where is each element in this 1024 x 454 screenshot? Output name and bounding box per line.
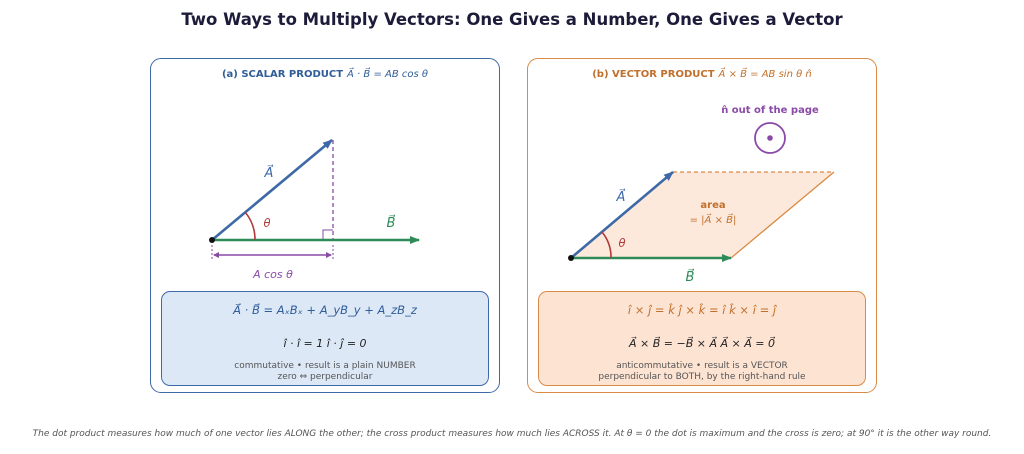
vector-a-arrow: [570, 171, 674, 259]
dot-product-note-2: zero ⇔ perpendicular: [277, 372, 373, 382]
dot-product-note-1: commutative • result is a plain NUMBER: [234, 361, 416, 371]
area-formula-label: = |A⃗ × B⃗|: [690, 213, 737, 226]
theta-label: θ: [618, 236, 625, 250]
figure-caption: The dot product measures how much of one…: [32, 429, 992, 439]
scalar-product-diagram: A⃗ B⃗ θ A cos θ: [209, 139, 420, 281]
cross-product-note-1: anticommutative • result is a VECTOR: [616, 361, 788, 371]
page-title: Two Ways to Multiply Vectors: One Gives …: [181, 10, 843, 29]
vector-a-label: A⃗: [264, 165, 274, 181]
cross-product-identities: A⃗ × B⃗ = −B⃗ × A⃗ A⃗ × A⃗ = 0⃗: [629, 337, 775, 350]
theta-label: θ: [263, 216, 270, 230]
angle-arc: [601, 231, 612, 259]
normal-vector-label: n̂ out of the page: [721, 104, 819, 116]
vector-a-arrow: [211, 139, 333, 241]
projection-label: A cos θ: [252, 268, 293, 281]
dot-product-component-formula: A⃗ · B⃗ = AₓBₓ + A_yB_y + A_zB_z: [233, 303, 417, 317]
origin-dot: [568, 255, 574, 261]
parallelogram-right-edge: [730, 171, 835, 259]
angle-arc: [244, 211, 256, 241]
vector-a-label: A⃗: [616, 189, 626, 205]
unit-vector-dot-rules: î · î = 1 î · ĵ = 0: [283, 337, 367, 350]
vector-b-label: B⃗: [686, 269, 695, 285]
origin-dot: [209, 237, 215, 243]
parallelogram-area: [571, 172, 834, 258]
scalar-product-summary-box: A⃗ · B⃗ = AₓBₓ + A_yB_y + A_zB_z î · î =…: [161, 291, 489, 386]
vector-product-diagram: n̂ out of the page A⃗ B⃗ θ area = |A⃗ × …: [568, 104, 835, 285]
unit-vector-cross-rules: î × ĵ = k̂ ĵ × k̂ = î k̂ × î = ĵ: [627, 303, 777, 317]
cross-product-note-2: perpendicular to BOTH, by the right-hand…: [598, 372, 806, 382]
right-angle-marker: [322, 229, 333, 240]
area-label: area: [700, 200, 725, 211]
vector-product-summary-box: î × ĵ = k̂ ĵ × k̂ = î k̂ × î = ĵ A⃗ × B⃗…: [538, 291, 866, 386]
vector-b-label: B⃗: [387, 215, 396, 231]
out-of-page-symbol: [754, 122, 786, 154]
